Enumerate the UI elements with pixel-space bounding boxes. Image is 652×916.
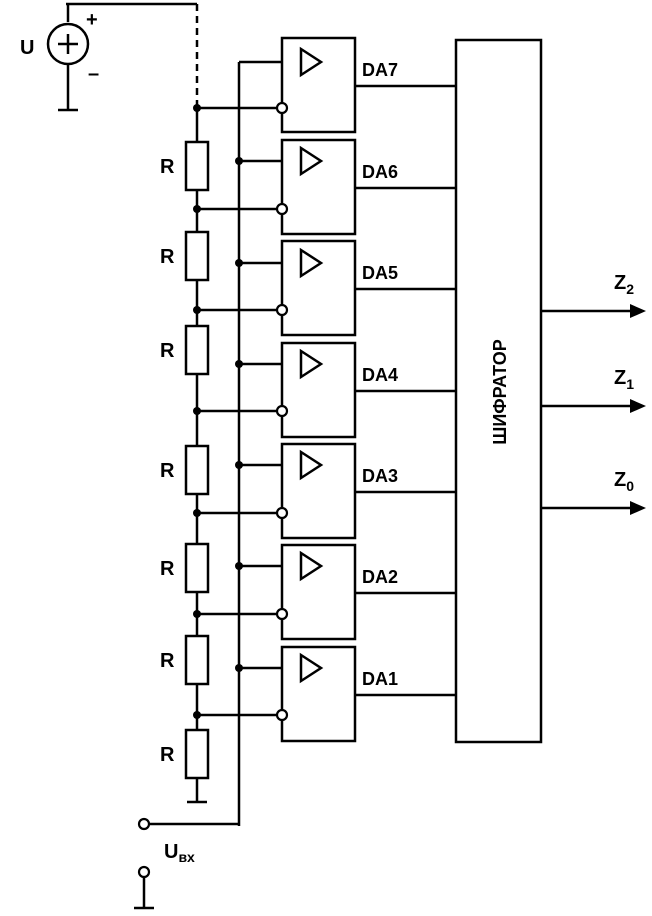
- junction-dot: [193, 509, 201, 517]
- comparator-da4: DA4: [193, 341, 456, 439]
- resistor-ladder: R R R R R R R: [160, 106, 210, 804]
- junction-dot: [235, 157, 243, 165]
- inverting-input-bubble: [275, 708, 289, 722]
- junction-dot: [193, 610, 201, 618]
- arrow-icon: [630, 399, 646, 413]
- output-label: Z0: [614, 469, 634, 494]
- junction-dot: [193, 407, 201, 415]
- inverting-input-bubble: [275, 404, 289, 418]
- resistor-label: R: [160, 650, 175, 672]
- resistor-label: R: [160, 558, 175, 580]
- junction-dot: [235, 562, 243, 570]
- comparator-label: DA3: [362, 466, 398, 486]
- input-terminal-bottom: [137, 865, 151, 879]
- junction-dot: [235, 664, 243, 672]
- comparator-da6: DA6: [193, 138, 456, 236]
- junction-dot: [193, 104, 201, 112]
- junction-dot: [193, 711, 201, 719]
- source-label: U: [20, 37, 34, 59]
- resistor-label: R: [160, 156, 175, 178]
- junction-dot: [193, 306, 201, 314]
- inverting-input-bubble: [275, 101, 289, 115]
- inverting-input-bubble: [275, 506, 289, 520]
- arrow-icon: [630, 304, 646, 318]
- resistor: [184, 728, 210, 780]
- input-label-sub: вх: [178, 849, 195, 865]
- resistor-label: R: [160, 246, 175, 268]
- arrow-icon: [630, 501, 646, 515]
- encoder-label: ШИФРАТОР: [490, 339, 510, 444]
- resistor: [184, 324, 210, 376]
- resistor-label: R: [160, 744, 175, 766]
- resistor: [184, 542, 210, 594]
- input-label: Uвх: [164, 841, 195, 865]
- input-terminals: Uвх: [134, 817, 239, 910]
- encoder: ШИФРАТОР: [454, 38, 543, 744]
- source-plus-sign: +: [86, 9, 98, 31]
- comparator-label: DA4: [362, 365, 398, 385]
- comparator-label: DA7: [362, 60, 398, 80]
- comparator-label: DA6: [362, 162, 398, 182]
- voltage-source: U + –: [20, 2, 199, 112]
- inverting-input-bubble: [275, 607, 289, 621]
- inverting-input-bubble: [275, 202, 289, 216]
- comparator-da2: DA2: [193, 543, 456, 641]
- output-label: Z2: [614, 272, 634, 297]
- input-label-main: U: [164, 841, 178, 863]
- comparator-da5: DA5: [193, 239, 456, 337]
- resistor: [184, 634, 210, 686]
- comparator-label: DA5: [362, 263, 398, 283]
- resistor-label: R: [160, 460, 175, 482]
- input-bus: [237, 60, 282, 826]
- comparator-label: DA1: [362, 669, 398, 689]
- output-z2: Z2: [541, 272, 646, 318]
- comparator-da3: DA3: [193, 442, 456, 540]
- output-label: Z1: [614, 367, 634, 392]
- input-terminal-top: [137, 817, 151, 831]
- junction-dot: [235, 360, 243, 368]
- output-z1: Z1: [541, 367, 646, 413]
- inverting-input-bubble: [275, 303, 289, 317]
- source-minus-sign: –: [88, 63, 99, 85]
- junction-dot: [193, 205, 201, 213]
- junction-dot: [235, 461, 243, 469]
- resistor-label: R: [160, 340, 175, 362]
- comparator-da7: DA7: [193, 36, 456, 134]
- output-z0: Z0: [541, 469, 646, 515]
- comparator-label: DA2: [362, 567, 398, 587]
- resistor: [184, 140, 210, 192]
- resistor: [184, 230, 210, 282]
- comparator-da1: DA1: [193, 645, 456, 743]
- resistor: [184, 444, 210, 496]
- junction-dot: [235, 259, 243, 267]
